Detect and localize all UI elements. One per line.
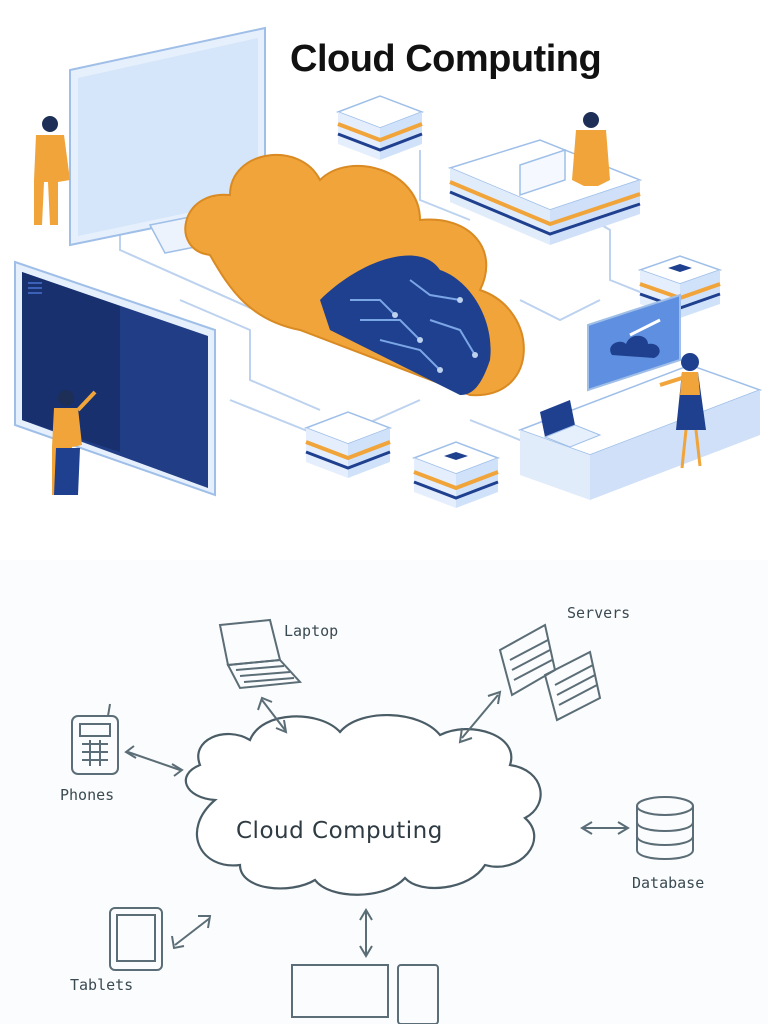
laptop-icon <box>218 618 303 690</box>
person-icon <box>34 116 70 225</box>
server-stack-icon <box>303 411 393 478</box>
laptop-label: Laptop <box>284 622 339 640</box>
server-stack-icon <box>335 95 425 160</box>
servers-label: Servers <box>567 604 631 622</box>
cloud-sketch-diagram <box>0 560 768 1024</box>
desk-panel <box>447 139 643 245</box>
arrow-line <box>171 915 212 950</box>
phone-icon <box>71 703 119 775</box>
arrow-line <box>124 745 184 777</box>
sketch-cloud-icon <box>184 714 542 896</box>
server-icon <box>498 623 602 722</box>
phones-label: Phones <box>60 786 115 804</box>
arrow-line <box>359 908 373 958</box>
person-icon <box>659 353 706 469</box>
cloud-icon <box>184 154 525 397</box>
database-label: Database <box>632 874 705 892</box>
server-stack-icon <box>411 441 501 508</box>
cloud-illustration <box>14 26 763 508</box>
database-icon <box>636 796 694 860</box>
server-stack-icon <box>637 255 723 318</box>
cloud-screen-icon <box>587 293 681 392</box>
arrow-line <box>580 821 630 835</box>
person-icon <box>52 390 97 495</box>
screen-panel <box>14 260 216 497</box>
page-title: Cloud Computing <box>290 38 602 80</box>
laptop-icon <box>540 400 602 448</box>
tablet-icon <box>109 907 163 971</box>
tablets-label: Tablets <box>70 976 134 994</box>
desktop-icon <box>291 964 439 1024</box>
arrow-line <box>257 696 288 734</box>
person-icon <box>572 112 610 186</box>
arrow-line <box>458 690 502 744</box>
sketch-center-label: Cloud Computing <box>236 818 443 844</box>
